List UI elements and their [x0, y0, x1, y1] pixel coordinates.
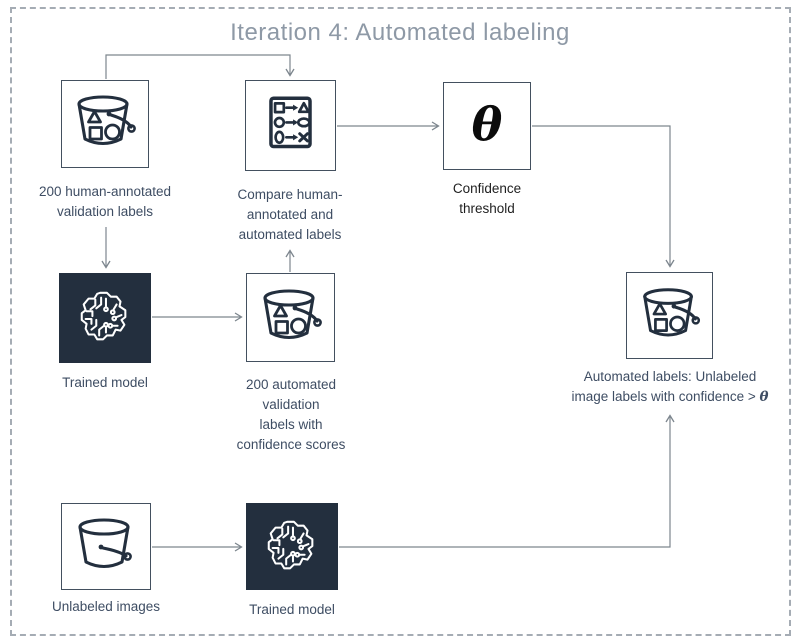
node-automated-validation-bucket [246, 273, 335, 362]
s3-bucket-empty-icon [78, 517, 132, 568]
label-compare: Compare human- annotated and automated l… [237, 187, 343, 242]
arrow-model-to-outputbucket [339, 414, 675, 548]
node-trained-model-top [59, 273, 151, 363]
ml-brain-circuit-icon [80, 291, 127, 341]
label-trained-model-bottom: Trained model [249, 602, 335, 617]
ml-brain-circuit-icon [267, 520, 314, 569]
arrow-threshold-to-outputbucket [532, 125, 675, 268]
s3-bucket-shapes-icon [642, 287, 700, 336]
node-compare-labels [245, 80, 336, 171]
node-unlabeled-images-bucket [61, 503, 151, 590]
label-human-annotated-bucket: 200 human-annotated validation labels [38, 184, 172, 219]
node-confidence-threshold: θ [443, 82, 531, 170]
node-human-annotated-bucket [61, 80, 149, 168]
label-automated-validation-bucket: 200 automated validation labels with con… [236, 377, 346, 452]
diagram-title: Iteration 4: Automated labeling [230, 19, 570, 46]
s3-bucket-shapes-icon [262, 288, 322, 339]
arrow-humanbucket-to-compare [105, 54, 295, 79]
compare-labels-icon [268, 96, 312, 148]
node-trained-model-bottom [246, 503, 338, 590]
theta-small-symbol: θ [759, 389, 769, 405]
s3-bucket-shapes-icon [77, 95, 136, 146]
label-trained-model-top: Trained model [62, 375, 148, 390]
label-confidence-threshold: Confidence threshold [452, 181, 522, 216]
label-unlabeled-images: Unlabeled images [51, 599, 161, 614]
node-output-bucket [626, 272, 713, 359]
theta-symbol: θ [471, 97, 503, 151]
